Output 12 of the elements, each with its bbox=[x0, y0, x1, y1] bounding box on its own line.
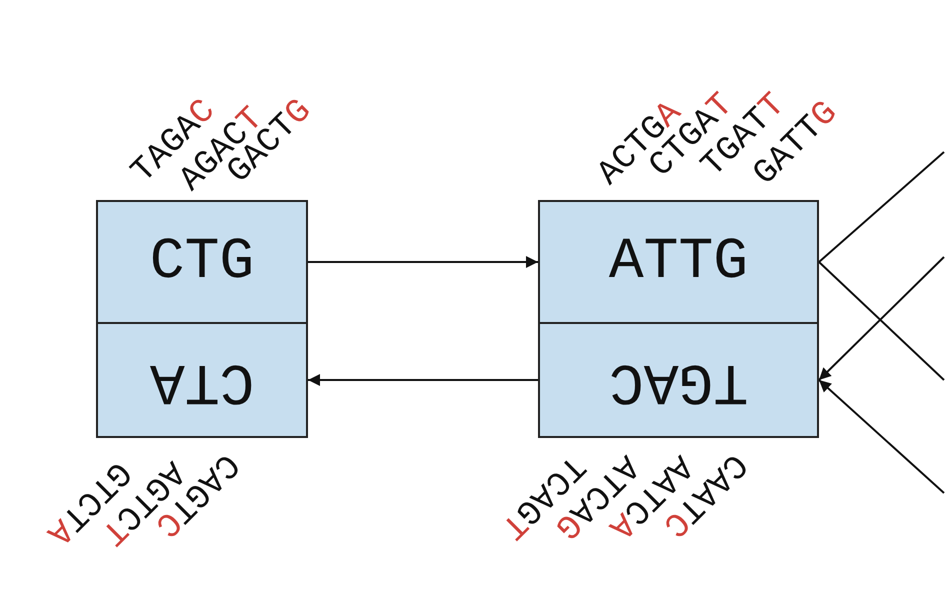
sequence-box bbox=[538, 322, 819, 438]
sequence-text: CTG bbox=[150, 230, 254, 294]
arrow bbox=[818, 379, 945, 494]
sequence-box bbox=[96, 322, 308, 438]
arrow bbox=[308, 256, 538, 268]
sequence-text: TGAC bbox=[608, 348, 748, 412]
sequence-text: CTA bbox=[150, 348, 254, 412]
sequence-text: ATTG bbox=[608, 230, 748, 294]
sequence-box bbox=[538, 200, 819, 324]
sequence-box bbox=[96, 200, 308, 324]
arrow bbox=[308, 374, 538, 386]
connector-line bbox=[818, 151, 945, 263]
